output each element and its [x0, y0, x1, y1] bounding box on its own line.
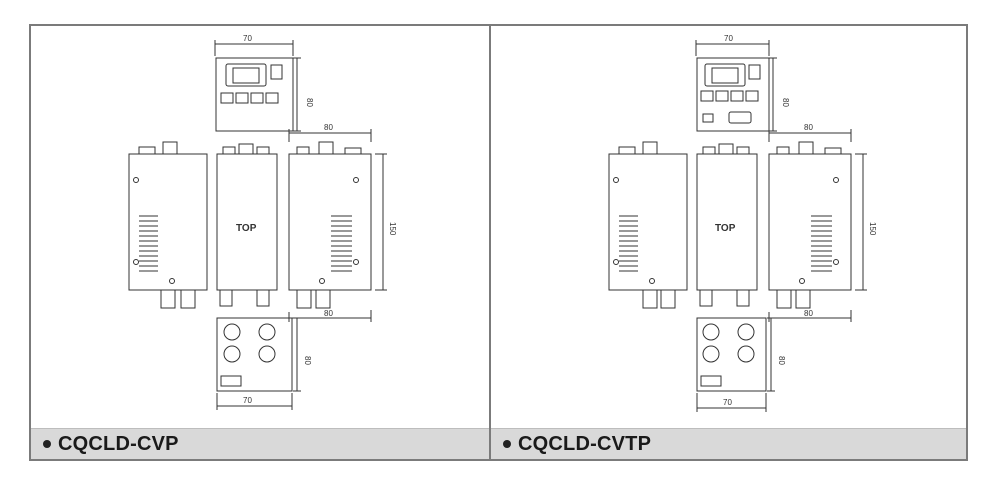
top-view-outline [216, 153, 278, 291]
caption-bar: CQCLD-CVTP [491, 428, 966, 459]
model-label: CQCLD-CVTP [518, 433, 652, 455]
label-height-bottom: 80 [777, 356, 786, 365]
label-width-top: 70 [243, 34, 252, 43]
label-length-side: 150 [388, 222, 397, 236]
label-top-view: TOP [236, 223, 257, 234]
label-depth-side: 80 [804, 123, 813, 132]
model-label: CQCLD-CVP [58, 433, 179, 455]
top-view-outline [696, 153, 758, 291]
left-side-vents [139, 215, 158, 272]
label-width-top: 70 [724, 34, 733, 43]
label-width-bottom: 70 [243, 396, 252, 405]
front-panel-outline [696, 57, 770, 132]
right-side-outline [288, 153, 372, 291]
drawing-cqcld-cvtp: 70 80 80 150 80 80 70 TOP [608, 34, 877, 412]
label-depth-bottom-side: 80 [324, 309, 333, 318]
label-height-top: 80 [305, 98, 314, 107]
front-panel-outline [215, 57, 294, 132]
label-depth-bottom-side: 80 [804, 309, 813, 318]
panel-cqcld-cvp: 70 80 80 150 80 80 70 TOP CQCLD-CVP [31, 26, 489, 459]
bullet-icon [503, 440, 511, 448]
label-width-bottom: 70 [723, 398, 732, 407]
rear-panel-outline [216, 317, 293, 392]
right-side-vents [331, 215, 352, 272]
right-side-outline [768, 153, 852, 291]
panel-divider [489, 24, 491, 461]
label-height-bottom: 80 [303, 356, 312, 365]
label-depth-side: 80 [324, 123, 333, 132]
bullet-icon [43, 440, 51, 448]
label-height-top: 80 [781, 98, 790, 107]
figure-frame [29, 24, 968, 461]
left-side-outline [128, 153, 208, 291]
panel-cqcld-cvtp: 70 80 80 150 80 80 70 TOP CQCLD-CVTP [491, 26, 966, 459]
label-top-view: TOP [715, 223, 736, 234]
caption-bar: CQCLD-CVP [31, 428, 489, 459]
left-side-outline [608, 153, 688, 291]
rear-panel-outline [696, 317, 767, 392]
label-length-side: 150 [868, 222, 877, 236]
drawing-cqcld-cvp: 70 80 80 150 80 80 70 TOP [128, 34, 397, 410]
